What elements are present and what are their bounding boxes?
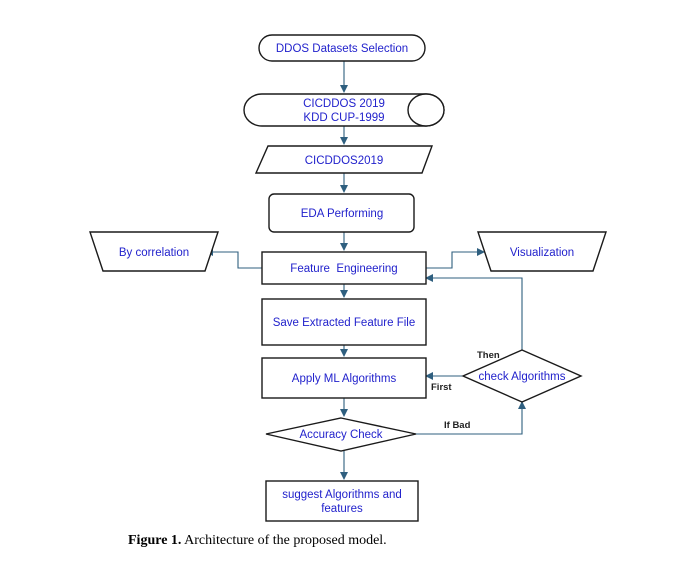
node-by-correlation: By correlation — [89, 231, 219, 272]
node-suggest-line1: suggest Algorithms and — [282, 489, 402, 501]
edge-label-then: Then — [477, 350, 500, 361]
node-apply-ml: Apply ML Algorithms — [261, 357, 427, 399]
edge-feature-engineering-to-correlation — [205, 248, 262, 269]
node-visualization: Visualization — [477, 231, 607, 272]
edge-check-algorithms-to-feature-engineering — [425, 274, 523, 350]
node-visualization-label: Visualization — [510, 247, 574, 259]
node-dataset-selection-label: DDOS Datasets Selection — [276, 43, 408, 55]
node-eda-label: EDA Performing — [301, 208, 383, 220]
edge-label-first: First — [431, 382, 452, 393]
node-eda: EDA Performing — [268, 193, 415, 233]
figure-caption-text: Architecture of the proposed model. — [184, 533, 387, 548]
node-check-algorithms: check Algorithms — [461, 349, 583, 403]
node-by-correlation-label: By correlation — [119, 247, 189, 259]
node-datasets-storage: CICDDOS 2019 KDD CUP-1999 — [243, 93, 445, 127]
node-datasets-line2: KDD CUP-1999 — [303, 112, 384, 124]
node-suggest: suggest Algorithms and features — [265, 480, 419, 522]
node-feature-engineering: Feature Engineering — [261, 251, 427, 285]
node-suggest-line2: features — [321, 503, 363, 515]
edge-accuracy-to-check-algorithms — [416, 401, 526, 435]
node-save-feature-file-label: Save Extracted Feature File — [273, 317, 416, 329]
figure-caption: Figure 1. Architecture of the proposed m… — [128, 533, 387, 549]
edge-feature-engineering-to-visualization — [426, 248, 485, 269]
node-apply-ml-label: Apply ML Algorithms — [292, 373, 397, 385]
node-check-algorithms-label: check Algorithms — [479, 371, 566, 383]
node-cicddos2019-label: CICDDOS2019 — [305, 155, 384, 167]
node-cicddos2019: CICDDOS2019 — [254, 145, 434, 174]
node-save-feature-file: Save Extracted Feature File — [261, 298, 427, 346]
figure-caption-label: Figure 1. — [128, 533, 182, 548]
node-accuracy-check: Accuracy Check — [265, 417, 417, 452]
node-feature-engineering-label: Feature Engineering — [290, 263, 397, 275]
node-dataset-selection: DDOS Datasets Selection — [258, 34, 426, 62]
node-accuracy-check-label: Accuracy Check — [299, 429, 382, 441]
node-datasets-line1: CICDDOS 2019 — [303, 98, 385, 110]
edge-label-if-bad: If Bad — [444, 420, 471, 431]
